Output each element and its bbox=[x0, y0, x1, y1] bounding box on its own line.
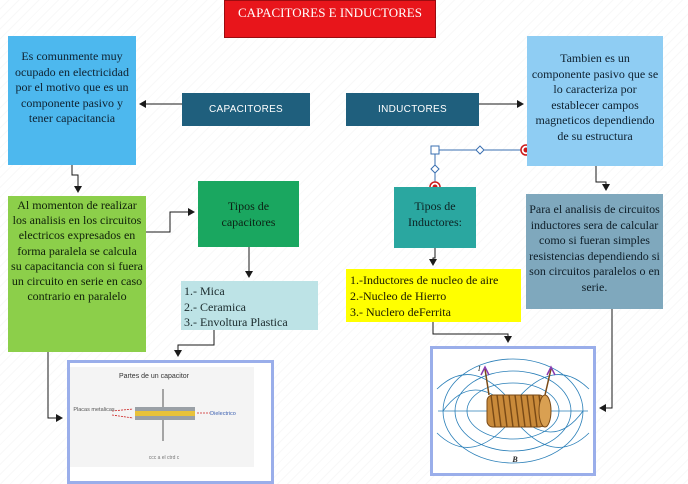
capacitor-image-title: Partes de un capacitor bbox=[119, 373, 190, 380]
inductores-types-list: 1.-Inductores de nucleo de aire 2.-Nucle… bbox=[346, 269, 521, 322]
main-title: CAPACITORES E INDUCTORES bbox=[224, 0, 436, 38]
list-item: 2.- Ceramica bbox=[184, 299, 246, 314]
inductores-branch: INDUCTORES bbox=[346, 93, 479, 126]
capacitor-diagram-image: Partes de un capacitor Placas metalicas … bbox=[67, 360, 274, 484]
capacitor-plates-label: Placas metalicas bbox=[73, 407, 115, 413]
list-item: 3.- Nuclero deFerrita bbox=[350, 305, 451, 319]
list-item: 2.-Nucleo de Hierro bbox=[350, 289, 447, 303]
capacitor-bottom-label: ccc a el ctrd c bbox=[149, 455, 180, 461]
inductores-analysis: Para el analisis de circuitos inductores… bbox=[526, 194, 663, 309]
capacitores-description: Es comunmente muy ocupado en electricida… bbox=[8, 36, 136, 165]
current-label: I bbox=[477, 365, 481, 373]
inductor-field-image: B I bbox=[430, 346, 596, 476]
capacitores-types-title: Tipos de capacitores bbox=[198, 181, 299, 247]
capacitores-types-list: 1.- Mica 2.- Ceramica 3.- Envoltura Plas… bbox=[181, 281, 318, 330]
list-item: 3.- Envoltura Plastica bbox=[184, 315, 288, 329]
list-item: 1.- Mica bbox=[184, 284, 225, 298]
capacitores-branch: CAPACITORES bbox=[182, 93, 310, 126]
magnetic-field-label: B bbox=[511, 455, 518, 464]
capacitores-analysis: Al momenton de realizar los analisis en … bbox=[8, 196, 146, 352]
inductores-description: Tambien es un componente pasivo que se l… bbox=[527, 36, 663, 166]
inductores-types-title: Tipos de Inductores: bbox=[394, 187, 476, 248]
list-item: 1.-Inductores de nucleo de aire bbox=[350, 273, 499, 287]
capacitor-dielectric-label: Dielectrico bbox=[210, 411, 236, 417]
